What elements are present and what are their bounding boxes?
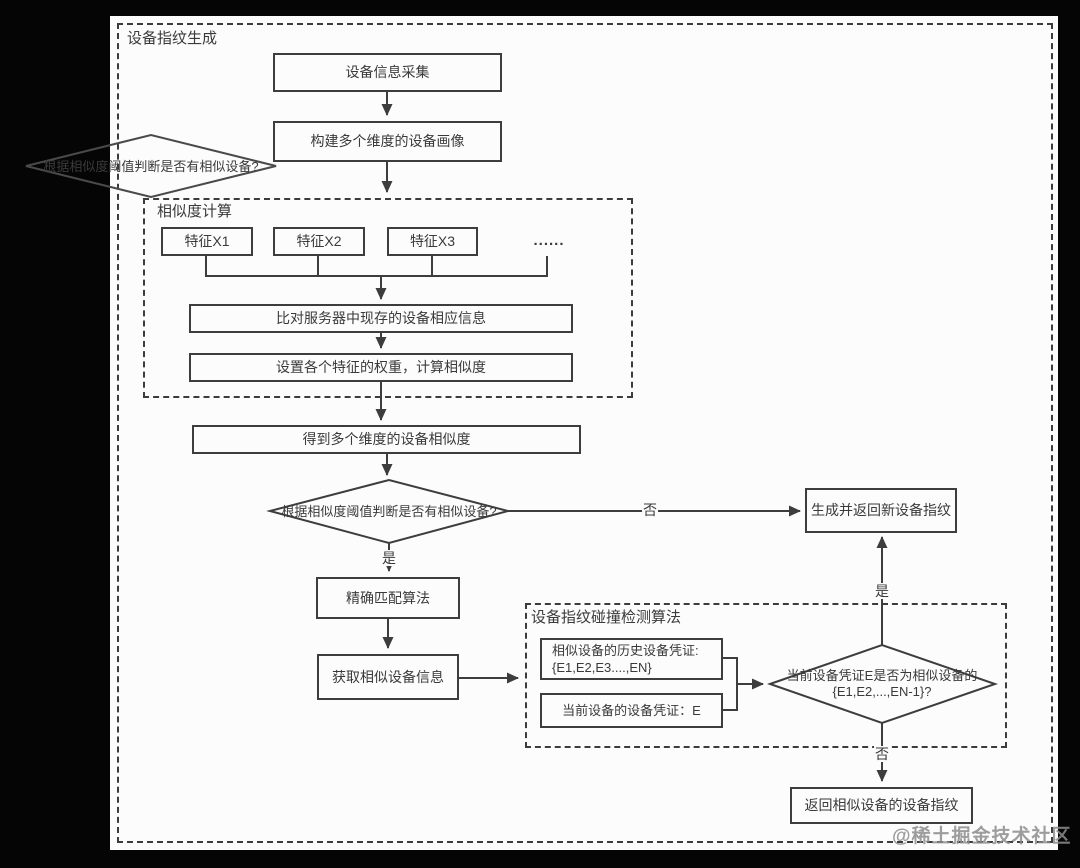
container-device-fingerprint-generation: [117, 23, 1053, 843]
node-get-similar-info: 获取相似设备信息: [317, 654, 459, 700]
collision-decision-label: 当前设备凭证E是否为相似设备的 {E1,E2,...,EN-1}?: [762, 668, 1002, 700]
node-compare-server: 比对服务器中现存的设备相应信息: [189, 304, 573, 333]
feature-ellipsis: ......: [533, 232, 565, 249]
group-similarity-label: 相似度计算: [157, 203, 233, 220]
node-build-profile: 构建多个维度的设备画像: [273, 121, 502, 162]
history-credentials-line1: 相似设备的历史设备凭证:: [552, 643, 699, 658]
threshold-decision-label: 根据相似度阈值判断是否有相似设备?: [281, 504, 497, 519]
node-exact-match: 精确匹配算法: [316, 577, 460, 619]
branch-label-threshold-no: 否: [642, 502, 658, 518]
node-feature-x1: 特征X1: [161, 227, 253, 256]
node-feature-x2: 特征X2: [273, 227, 365, 256]
node-feature-x3: 特征X3: [387, 227, 478, 256]
node-current-credential: 当前设备的设备凭证：E: [540, 693, 723, 728]
branch-label-collision-no: 否: [874, 746, 890, 762]
watermark-text: @稀土掘金技术社区: [892, 826, 1072, 847]
node-new-fingerprint: 生成并返回新设备指纹: [805, 488, 957, 533]
node-return-similar-fingerprint: 返回相似设备的设备指纹: [790, 787, 973, 824]
group-collision-detection: [525, 603, 1007, 748]
branch-label-collision-yes: 是: [874, 583, 890, 599]
node-history-credentials: 相似设备的历史设备凭证: {E1,E2,E3....,EN}: [540, 638, 723, 680]
stray-decision-label: 根据相似度阈值判断是否有相似设备?: [43, 159, 259, 174]
node-similarity-result: 得到多个维度的设备相似度: [192, 425, 581, 454]
group-similarity-calculation: [143, 198, 633, 398]
node-collect-info: 设备信息采集: [273, 53, 502, 92]
node-set-weights: 设置各个特征的权重，计算相似度: [189, 353, 573, 382]
group-collision-label: 设备指纹碰撞检测算法: [531, 609, 682, 626]
collision-decision-line1: 当前设备凭证E是否为相似设备的: [786, 668, 978, 683]
container-label: 设备指纹生成: [127, 30, 218, 47]
history-credentials-line2: {E1,E2,E3....,EN}: [552, 660, 652, 675]
collision-decision-line2: {E1,E2,...,EN-1}?: [832, 684, 932, 699]
branch-label-threshold-yes: 是: [381, 550, 397, 566]
